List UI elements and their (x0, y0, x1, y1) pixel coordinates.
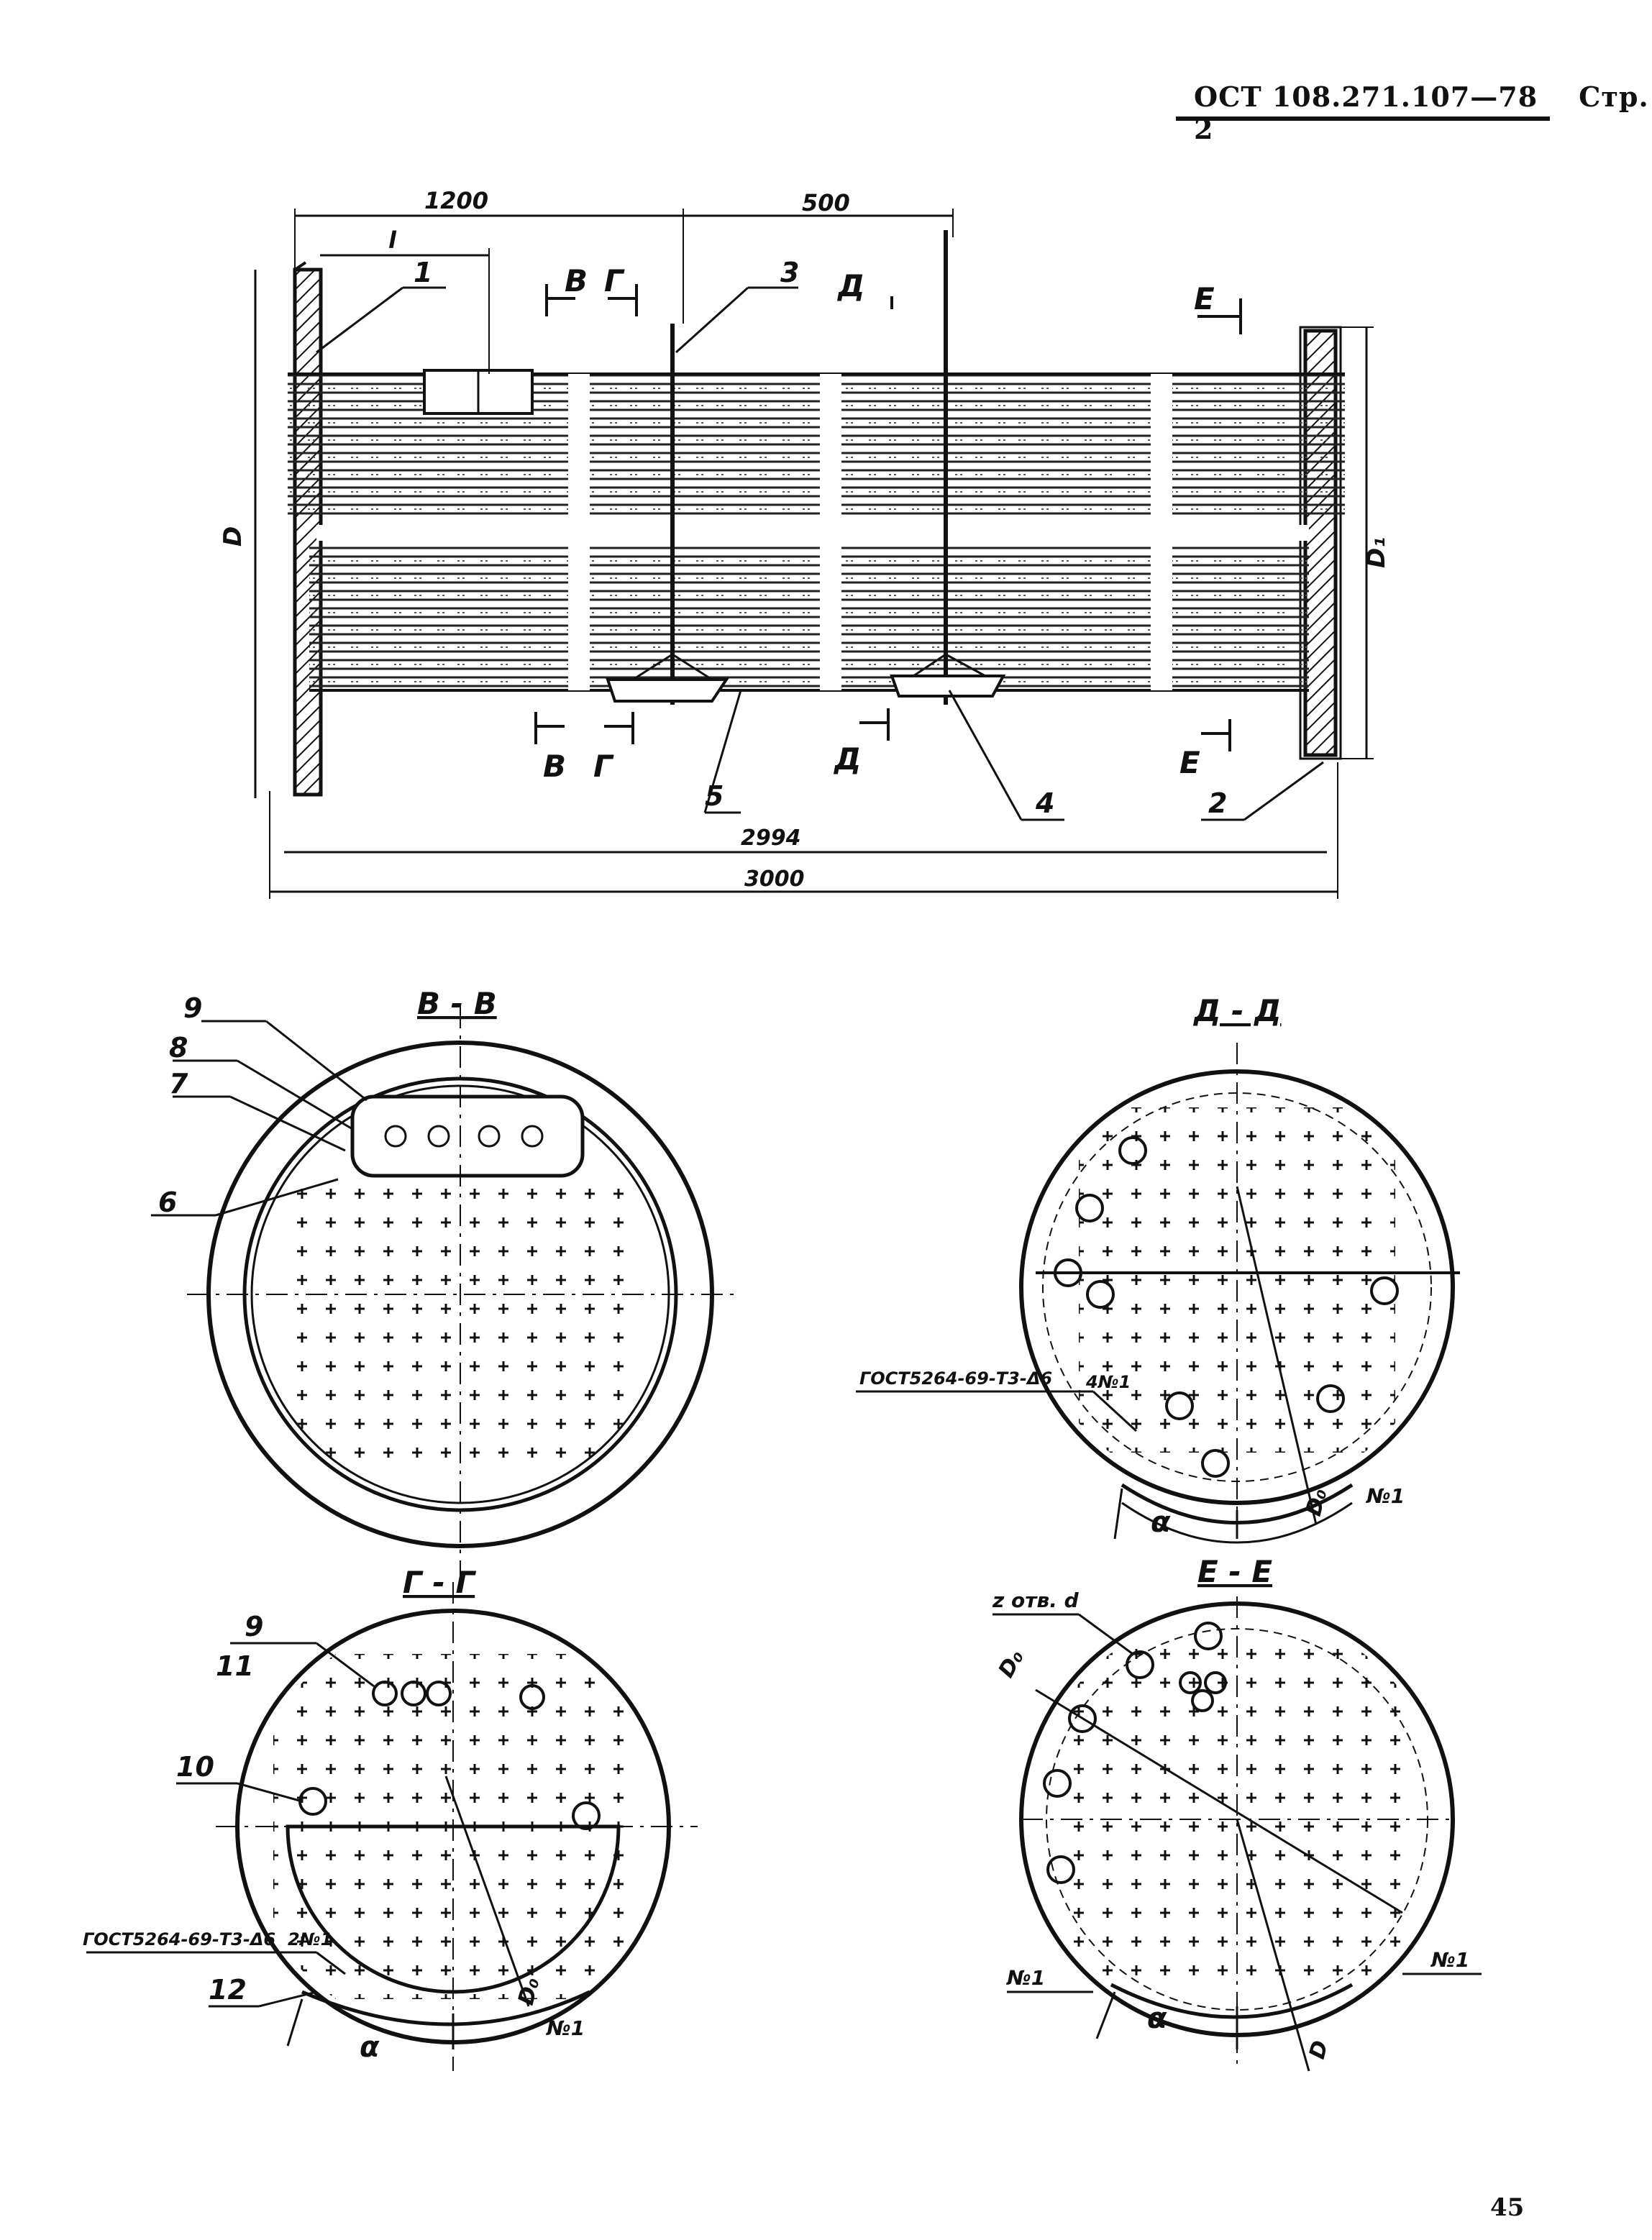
section-dd-weld-left: 4№1 (1085, 1372, 1131, 1392)
section-gg-alpha: α (360, 2031, 380, 2064)
section-ee-title: Е - Е (1197, 1554, 1272, 1589)
support-foot-4 (890, 675, 1006, 698)
dim-D1: D₁ (1362, 537, 1391, 568)
cut-mark-b-bottom: В (543, 749, 566, 784)
section-ee-weld-right: №1 (1430, 1948, 1469, 1972)
section-bb-top-bracket (350, 1094, 585, 1178)
section-gg-title: Г - Г (403, 1565, 476, 1600)
section-dd-weld-right: №1 (1365, 1484, 1405, 1508)
section-bb-callout-9: 9 (183, 992, 202, 1024)
dim-500: 500 (802, 189, 850, 216)
callout-1: 1 (414, 257, 432, 288)
cut-mark-d-top: Д (836, 268, 864, 303)
section-dd-title: Д - Д (1192, 993, 1282, 1028)
cut-mark-g-bottom: Г (593, 749, 614, 784)
callout-3: 3 (780, 257, 799, 288)
dim-1200: 1200 (424, 187, 488, 214)
cut-mark-b-top: В (565, 263, 588, 298)
support-foot-5 (606, 678, 729, 703)
section-gg-weld-right: №1 (545, 2016, 585, 2040)
doc-code: ОСТ 108.271.107—78 (1194, 81, 1538, 113)
section-dd-gost: ГОСТ5264-69-Т3-Δ6 (859, 1368, 1052, 1389)
dim-l: l (388, 227, 397, 254)
section-gg-callout-12: 12 (209, 1974, 247, 2006)
section-ee-holes: z отв. d (992, 1588, 1080, 1612)
section-dd-view (856, 1043, 1460, 1544)
tube-bundle-lower (309, 547, 1309, 690)
section-gg-callout-9: 9 (245, 1611, 263, 1642)
cut-mark-e-top: Е (1194, 281, 1215, 316)
section-gg-weld-left: 2№1 (288, 1929, 332, 1949)
section-bb-callout-7: 7 (169, 1068, 188, 1100)
section-ee-alpha: α (1147, 2002, 1167, 2035)
main-longitudinal-view (254, 209, 1374, 899)
dim-3000: 3000 (744, 867, 805, 892)
page-label: Стр. 2 (1194, 81, 1649, 145)
section-gg-gost: ГОСТ5264-69-Т3-Δ6 (83, 1929, 275, 1949)
section-gg-callout-11: 11 (216, 1650, 254, 1682)
section-gg-view (86, 1582, 698, 2071)
section-bb-view (151, 1007, 734, 1582)
section-ee-diam-a: D₀ (994, 1646, 1029, 1682)
document-header: ОСТ 108.271.107—78 Стр. 2 (1194, 81, 1652, 145)
section-ee-diam-b: D (1305, 2038, 1333, 2062)
callout-5: 5 (705, 780, 724, 812)
section-bb-callout-6: 6 (158, 1187, 177, 1218)
section-gg-callout-10: 10 (176, 1751, 214, 1783)
callout-4: 4 (1035, 787, 1054, 819)
callout-2: 2 (1208, 787, 1227, 819)
dim-2994: 2994 (741, 826, 801, 851)
section-dd-alpha: α (1151, 1506, 1171, 1539)
section-gg-lower-segment (286, 1824, 621, 1994)
page-number: 45 (1490, 2193, 1525, 2222)
section-ee-weld-left: №1 (1005, 1966, 1045, 1990)
section-bb-title: В - В (417, 986, 497, 1021)
section-bb-callout-8: 8 (169, 1032, 188, 1064)
section-ee-view (992, 1596, 1482, 2072)
dim-D: D (219, 526, 247, 547)
cut-mark-d-bottom: Д (833, 741, 861, 777)
cut-mark-e-bottom: Е (1179, 745, 1200, 780)
header-rule (1176, 116, 1550, 121)
cut-mark-g-top: Г (604, 263, 625, 298)
